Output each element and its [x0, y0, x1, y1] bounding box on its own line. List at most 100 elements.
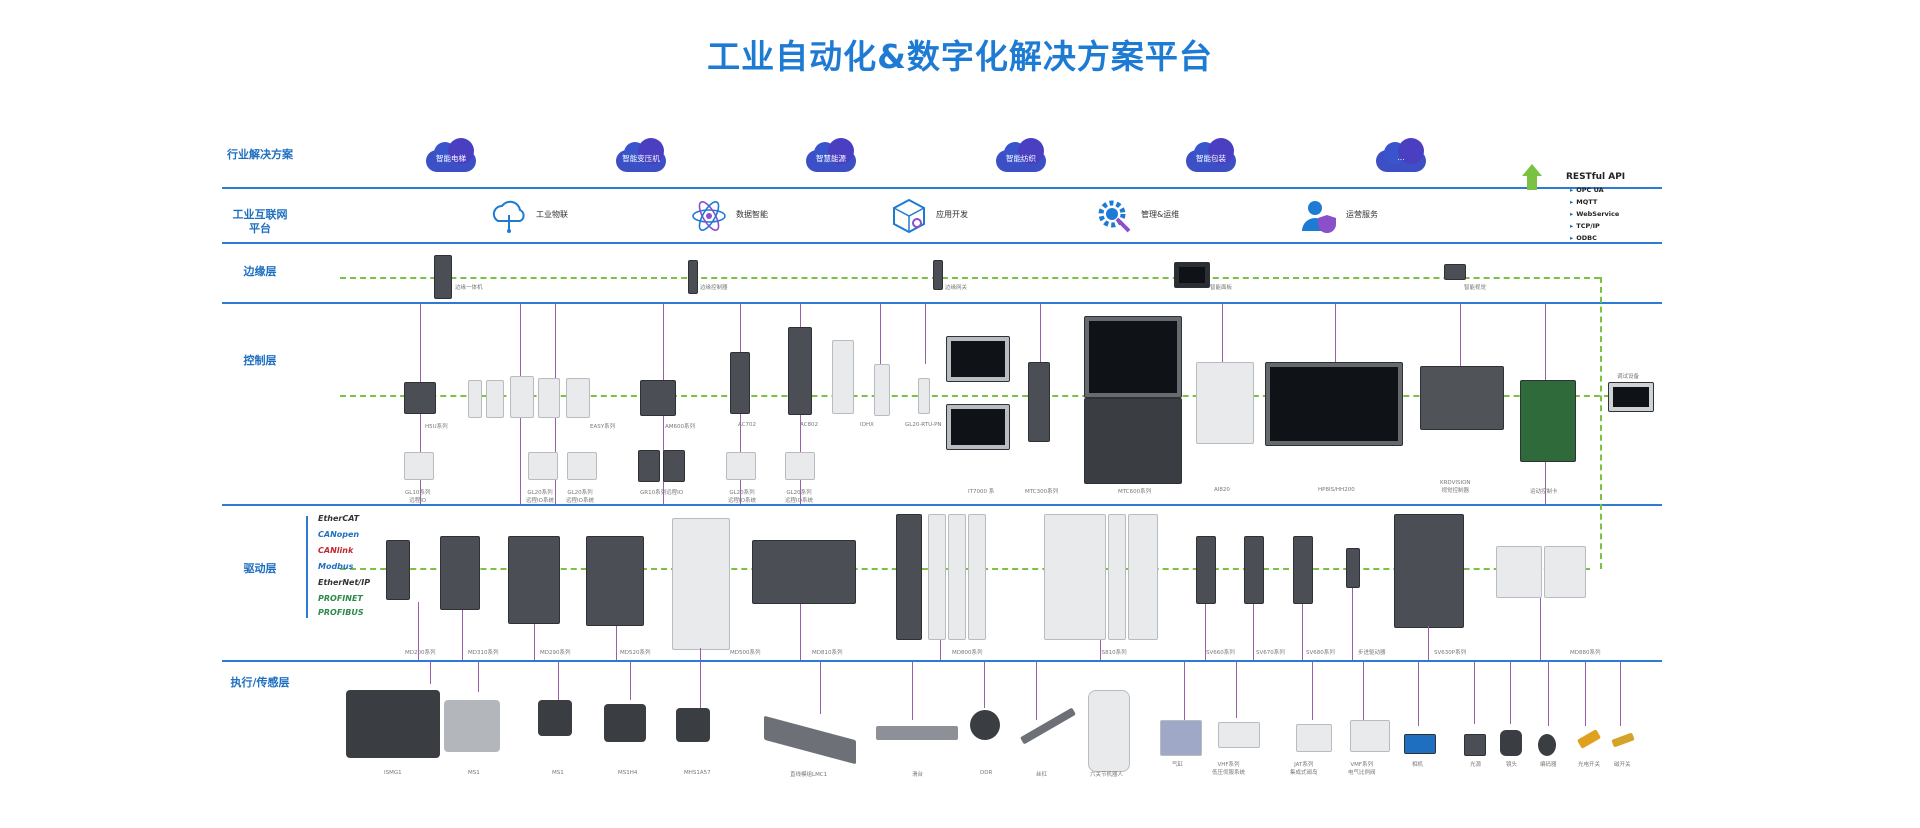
connector	[630, 662, 631, 700]
control-hmi-2[interactable]	[946, 404, 1010, 450]
layer-label-platform: 工业互联网平台	[232, 208, 288, 235]
protocol-canlink: CANlink	[318, 546, 354, 555]
cloud-smart-energy[interactable]: 智慧能源	[800, 138, 860, 172]
drive-md520[interactable]	[586, 536, 644, 626]
control-mtc300[interactable]	[1028, 362, 1050, 442]
actuator-ballscrew[interactable]	[1020, 707, 1076, 745]
cloud-smart-press[interactable]: 智能变压机	[610, 138, 670, 172]
control-iohx-2[interactable]	[874, 364, 890, 416]
control-ac802[interactable]	[788, 327, 812, 415]
act-caption-7: DDR	[980, 770, 993, 776]
control-hmi-1[interactable]	[946, 336, 1010, 382]
control-easy-3[interactable]	[510, 376, 534, 418]
actuator-photo-switch[interactable]	[1576, 729, 1602, 749]
io-gl20-a[interactable]	[528, 452, 558, 480]
control-easy-1[interactable]	[468, 380, 482, 418]
edge-controller[interactable]	[688, 260, 698, 294]
actuator-slide-table[interactable]	[876, 726, 958, 740]
actuator-light-source[interactable]	[1464, 734, 1486, 756]
drive-md880-b[interactable]	[1544, 546, 1586, 598]
io-gl20-b[interactable]	[567, 452, 597, 480]
drive-md810[interactable]	[752, 540, 856, 604]
io-caption-1: GL20系列远程IO系统	[526, 490, 554, 504]
connector	[1253, 604, 1254, 660]
drive-sv670[interactable]	[1244, 536, 1264, 604]
io-gl20-d[interactable]	[785, 452, 815, 480]
drive-sv660[interactable]	[1196, 536, 1216, 604]
io-caption-0: GL10系列远程IO	[405, 490, 431, 504]
actuator-lens[interactable]	[1500, 730, 1522, 756]
actuator-ms1-large[interactable]	[444, 700, 500, 752]
drive-md800-c[interactable]	[948, 514, 966, 640]
drive-md880-a[interactable]	[1496, 546, 1542, 598]
connector	[1100, 640, 1101, 660]
io-gr10-b[interactable]	[663, 450, 685, 482]
connector	[418, 602, 419, 660]
bus-riser	[1600, 277, 1602, 569]
control-h5u[interactable]	[404, 382, 436, 414]
drive-md200[interactable]	[386, 540, 410, 600]
control-easy-4[interactable]	[538, 378, 560, 418]
drive-md800-b[interactable]	[928, 514, 946, 640]
io-gl10[interactable]	[404, 452, 434, 480]
drive-md800-a[interactable]	[896, 514, 922, 640]
actuator-mhs1a57[interactable]	[676, 708, 710, 742]
actuator-encoder[interactable]	[1538, 734, 1556, 756]
drive-sv680[interactable]	[1293, 536, 1313, 604]
control-gl20-rtu[interactable]	[918, 378, 930, 414]
control-mtc600-keypad[interactable]	[1084, 398, 1182, 484]
connector	[1510, 662, 1511, 724]
drive-is810-c[interactable]	[1128, 514, 1158, 640]
control-caption-10: AI820	[1214, 487, 1230, 493]
drive-md310[interactable]	[440, 536, 480, 610]
control-vision-controller[interactable]	[1420, 366, 1504, 430]
control-easy-5[interactable]	[566, 378, 590, 418]
actuator-ms1[interactable]	[538, 700, 572, 736]
actuator-ms1h4[interactable]	[604, 704, 646, 742]
cloud-smart-packaging[interactable]: 智能包装	[1180, 138, 1240, 172]
actuator-robot[interactable]	[1088, 690, 1130, 772]
control-ac702[interactable]	[730, 352, 750, 414]
drive-is810-b[interactable]	[1108, 514, 1126, 640]
edge-smart-vision[interactable]	[1444, 264, 1466, 280]
actuator-camera[interactable]	[1404, 734, 1436, 754]
actuator-ddr[interactable]	[970, 710, 1000, 740]
edge-caption-2: 边缘网关	[945, 285, 968, 291]
actuator-jat[interactable]	[1296, 724, 1332, 752]
connector	[478, 662, 479, 692]
io-gr10-a[interactable]	[638, 450, 660, 482]
actuator-ismg1[interactable]	[346, 690, 440, 758]
drive-is810-a[interactable]	[1044, 514, 1106, 640]
cloud-smart-elevator[interactable]: 智能电梯	[420, 138, 480, 172]
connector	[1352, 588, 1353, 660]
actuator-cylinder[interactable]	[1160, 720, 1202, 756]
control-ai820[interactable]	[1196, 362, 1254, 444]
connector	[984, 662, 985, 708]
edge-smart-panel[interactable]	[1174, 262, 1210, 288]
edge-gateway[interactable]	[933, 260, 943, 290]
connector	[700, 662, 701, 710]
drive-sv630p[interactable]	[1394, 514, 1464, 628]
control-easy-2[interactable]	[486, 380, 504, 418]
drive-md500[interactable]	[672, 518, 730, 650]
drive-caption-12: SV630P系列	[1434, 650, 1467, 656]
io-gl20-c[interactable]	[726, 452, 756, 480]
control-mtc600-screen[interactable]	[1084, 316, 1182, 398]
control-hp8is-panel[interactable]	[1265, 362, 1403, 446]
separator-control	[222, 504, 1662, 506]
debug-laptop[interactable]	[1608, 382, 1654, 412]
edge-all-in-one[interactable]	[434, 255, 452, 299]
drive-stepper[interactable]	[1346, 548, 1360, 588]
actuator-vmf[interactable]	[1350, 720, 1390, 752]
control-iohx[interactable]	[832, 340, 854, 414]
actuator-linear-module[interactable]	[764, 715, 856, 765]
drive-md800-d[interactable]	[968, 514, 986, 640]
actuator-vhf[interactable]	[1218, 722, 1260, 748]
drive-md290[interactable]	[508, 536, 560, 624]
actuator-magnetic-switch[interactable]	[1611, 732, 1635, 748]
cloud-smart-textile[interactable]: 智能纺织	[990, 138, 1050, 172]
control-caption-8: MTC300系列	[1025, 489, 1059, 495]
cloud-more[interactable]: ...	[1370, 138, 1430, 172]
control-am600[interactable]	[640, 380, 676, 416]
control-motion-card[interactable]	[1520, 380, 1576, 462]
